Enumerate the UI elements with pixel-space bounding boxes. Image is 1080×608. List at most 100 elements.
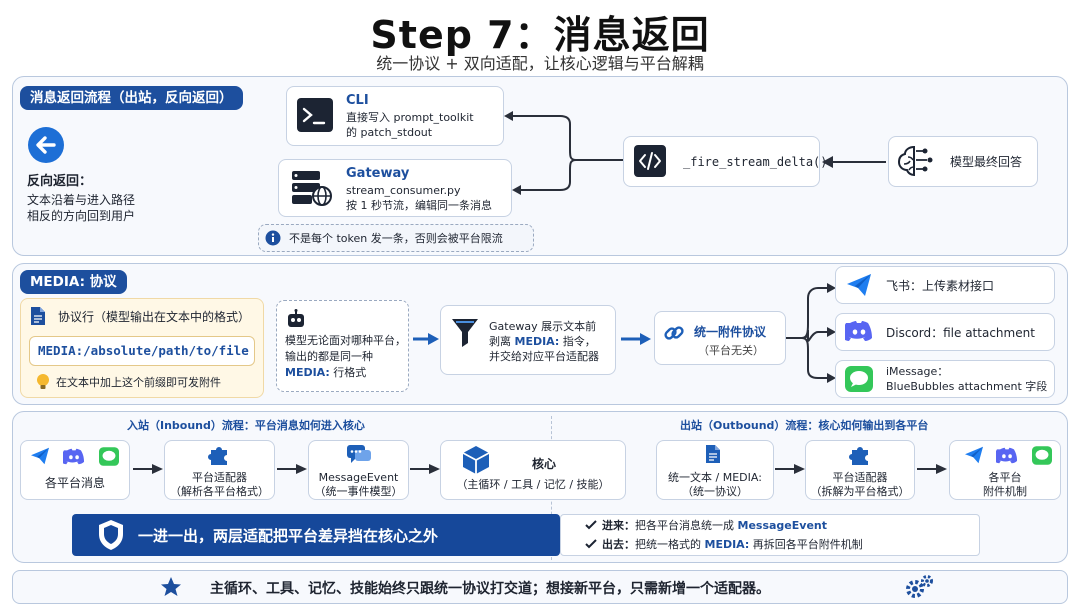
outbound-heading: 出站（Outbound）流程：核心如何输出到各平台 xyxy=(680,419,929,432)
chat-icon xyxy=(346,444,372,466)
summary-banner xyxy=(72,514,560,556)
cli-line-1: 直接写入 prompt_toolkit xyxy=(346,111,474,124)
info-icon xyxy=(265,230,281,246)
cli-box xyxy=(286,86,504,146)
discord-box xyxy=(835,313,1055,351)
terminal-icon xyxy=(296,97,334,133)
unified-text-label-1: 统一文本 / MEDIA: xyxy=(668,471,762,484)
platform-attach-label-2: 附件机制 xyxy=(983,485,1027,498)
adapter-out-label-1: 平台适配器 xyxy=(832,471,888,484)
media-tag: MEDIA: 协议 xyxy=(20,270,127,294)
platform-messages-label: 各平台消息 xyxy=(44,476,105,490)
gears-icon xyxy=(904,574,934,600)
imessage-icon xyxy=(845,366,873,392)
bulb-icon xyxy=(36,373,50,391)
rate-limit-note xyxy=(258,224,534,252)
platform-agnostic-line-2: 输出的都是同一种 xyxy=(285,350,373,363)
rate-limit-note-text: 不是每个 token 发一条，否则会被平台限流 xyxy=(289,232,503,245)
feishu-box xyxy=(835,266,1055,304)
unified-title: 统一附件协议 xyxy=(694,325,767,339)
arrow-to-unified xyxy=(621,333,651,345)
platform-agnostic-line-1: 模型无论面对哪种平台， xyxy=(285,334,406,347)
gateway-strip-line-2: 剥离 MEDIA: 指令， xyxy=(489,335,596,348)
media-keyword: MEDIA: xyxy=(285,366,330,379)
inout-summary-box xyxy=(560,514,980,556)
code-icon xyxy=(633,144,667,178)
model-answer-label: 模型最终回答 xyxy=(950,155,1023,169)
server-globe-icon xyxy=(291,169,333,207)
unified-text-label-2: （统一协议） xyxy=(682,485,748,498)
message-event-label-2: （统一事件模型） xyxy=(314,485,403,498)
unified-sub: （平台无关） xyxy=(698,344,764,357)
message-event-label-1: MessageEvent xyxy=(318,471,399,484)
star-icon xyxy=(160,576,182,598)
footer-panel xyxy=(12,570,1068,604)
discord-icon xyxy=(996,447,1018,464)
arrow-in-1 xyxy=(133,464,163,474)
imessage-label-2: BlueBubbles attachment 字段 xyxy=(886,380,1048,393)
shield-icon xyxy=(97,519,125,551)
adapter-out-label-2: （拆解为平台格式） xyxy=(810,485,910,498)
protocol-code-box xyxy=(29,336,255,366)
outbound-summary: 出去：把统一格式的 MEDIA: 再拆回各平台附件机制 xyxy=(602,538,863,551)
arrow-in-2 xyxy=(277,464,307,474)
inbound-heading: 入站（Inbound）流程：平台消息如何进入核心 xyxy=(127,419,365,432)
platform-attach-label-1: 各平台 xyxy=(988,471,1022,484)
feishu-icon xyxy=(30,447,50,465)
discord-icon xyxy=(845,320,873,342)
page-title: Step 7：消息返回 xyxy=(370,13,710,57)
platform-agnostic-line-3: MEDIA: 行格式 xyxy=(285,366,367,379)
protocol-code: MEDIA:/absolute/path/to/file xyxy=(38,343,249,358)
platform-branch xyxy=(786,283,836,383)
branch-connector xyxy=(504,111,624,195)
arrow-out-2 xyxy=(917,464,947,474)
gateway-strip-line-3: 并交给对应平台适配器 xyxy=(489,350,599,363)
brain-icon xyxy=(897,143,935,179)
inbound-summary: 进来：把各平台消息统一成 MessageEvent xyxy=(602,519,827,532)
imessage-icon xyxy=(1032,446,1052,465)
feishu-icon xyxy=(846,273,872,297)
fire-stream-label: _fire_stream_delta() xyxy=(683,155,828,169)
core-subtitle: （主循环 / 工具 / 记忆 / 技能） xyxy=(456,478,610,491)
discord-icon xyxy=(63,448,85,465)
cube-icon xyxy=(462,445,490,475)
core-title: 核心 xyxy=(532,457,557,471)
discord-label: Discord：file attachment xyxy=(886,326,1035,340)
reverse-desc-2: 相反的方向回到用户 xyxy=(27,209,136,223)
reverse-desc-1: 文本沿着与进入路径 xyxy=(27,193,136,207)
arrow-out-1 xyxy=(775,464,805,474)
document-icon xyxy=(705,444,721,464)
reverse-title: 反向返回： xyxy=(27,174,93,189)
summary-banner-text: 一进一出，两层适配把平台差异挡在核心之外 xyxy=(138,527,439,545)
adapter-in-label-2: （解析各平台格式） xyxy=(170,485,269,498)
filter-icon xyxy=(450,316,480,350)
imessage-label-1: iMessage： xyxy=(886,365,949,378)
gateway-line-1: stream_consumer.py xyxy=(346,184,461,197)
outbound-tag: 消息返回流程（出站，反向返回） xyxy=(20,86,243,110)
protocol-tip: 在文本中加上这个前缀即可发附件 xyxy=(56,376,221,389)
arrow-in-3 xyxy=(410,464,440,474)
arrow-model-to-fire xyxy=(822,156,886,168)
feishu-icon xyxy=(964,446,984,464)
gateway-line-2: 按 1 秒节流，编辑同一条消息 xyxy=(346,199,492,212)
back-arrow-icon xyxy=(27,126,65,164)
imessage-icon xyxy=(99,447,119,466)
arrow-to-gateway xyxy=(413,333,439,345)
gateway-strip-box xyxy=(440,305,616,375)
document-icon xyxy=(30,306,46,326)
protocol-title: 协议行（模型输出在文本中的格式） xyxy=(58,310,251,324)
feishu-label: 飞书：上传素材接口 xyxy=(886,279,995,293)
puzzle-icon xyxy=(208,444,230,466)
link-icon xyxy=(663,322,685,344)
robot-icon xyxy=(285,309,307,329)
page-subtitle: 统一协议 + 双向适配，让核心逻辑与平台解耦 xyxy=(376,54,704,73)
gateway-strip-line-1: Gateway 展示文本前 xyxy=(489,320,597,333)
adapter-in-label-1: 平台适配器 xyxy=(192,471,247,484)
gateway-title: Gateway xyxy=(346,166,410,181)
check-icon xyxy=(585,538,597,550)
cli-line-2: 的 patch_stdout xyxy=(346,126,433,139)
puzzle-icon xyxy=(849,444,871,466)
check-icon xyxy=(585,519,597,531)
cli-title: CLI xyxy=(346,93,369,108)
footer-text: 主循环、工具、记忆、技能始终只跟统一协议打交道；想接新平台，只需新增一个适配器。 xyxy=(210,581,770,597)
